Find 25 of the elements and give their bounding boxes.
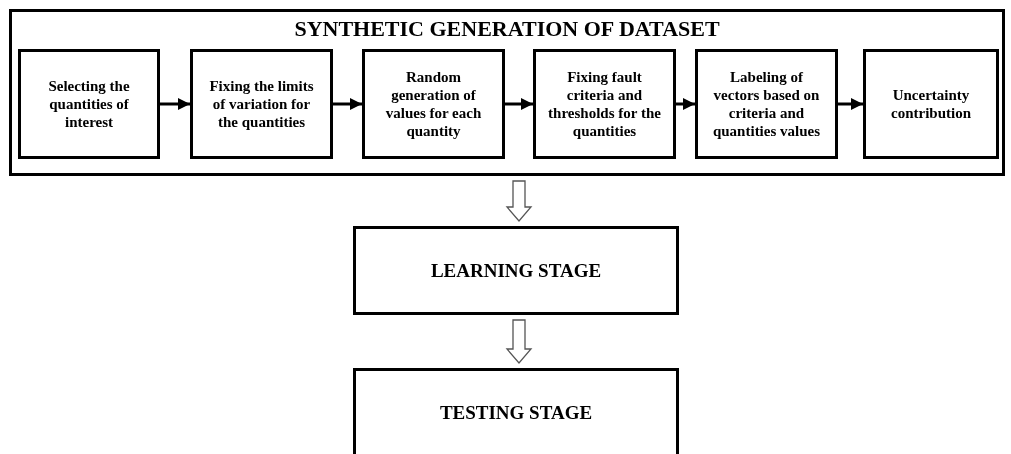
box-label: Uncertainty contribution: [890, 86, 972, 122]
box-label: LEARNING STAGE: [430, 259, 602, 282]
box-label: Fixing the limits of variation for the quantities: [208, 77, 315, 131]
box-label: Selecting the quantities of interest: [47, 77, 131, 131]
stage-box: [353, 368, 679, 454]
stage-box: [353, 226, 679, 315]
box-label: Fixing fault criteria and thresholds for the quantities: [548, 68, 661, 140]
arrow: [505, 98, 533, 110]
process-box: [533, 49, 676, 159]
box-label: Labeling of vectors based on criteria and quantities values: [711, 68, 822, 140]
arrow: [676, 98, 695, 110]
group-title: SYNTHETIC GENERATION OF DATASET: [293, 16, 721, 42]
process-box: [18, 49, 160, 159]
box-label: Random generation of values for each quantity: [384, 68, 483, 140]
hollow-arrow: [505, 180, 533, 222]
arrow: [838, 98, 863, 110]
box-label: TESTING STAGE: [439, 402, 593, 424]
hollow-arrow: [505, 319, 533, 364]
process-box: [362, 49, 505, 159]
process-box: [863, 49, 999, 159]
group-box: [9, 9, 1005, 176]
arrow: [333, 98, 362, 110]
process-box: [695, 49, 838, 159]
arrow: [160, 98, 190, 110]
process-box: [190, 49, 333, 159]
